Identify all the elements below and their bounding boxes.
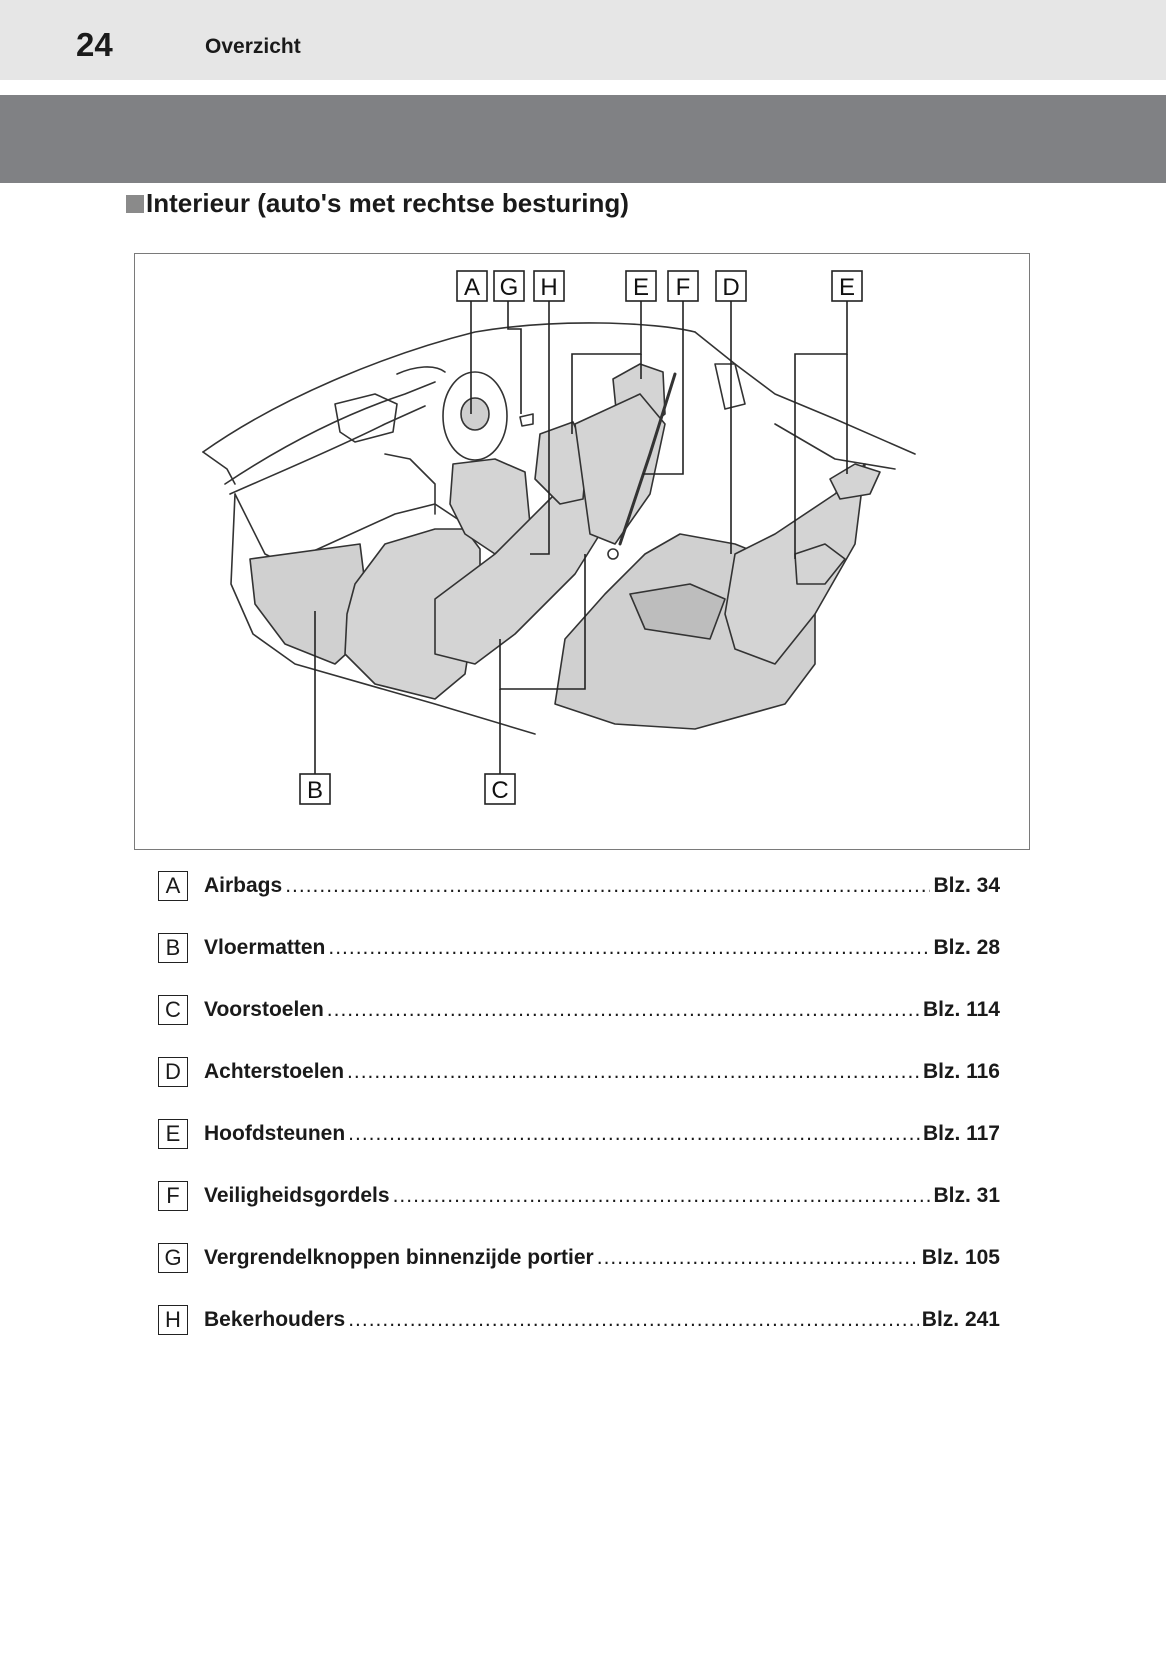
roof-line	[202, 322, 696, 453]
item-letter: F	[158, 1181, 188, 1211]
interior-drawing: A G H E F D E B	[202, 270, 916, 805]
interior-illustration: A G H E F D E B	[134, 253, 1030, 850]
list-item: D Achterstoelen ........................…	[158, 1056, 1000, 1088]
svg-text:C: C	[491, 777, 508, 804]
svg-text:F: F	[676, 274, 691, 301]
callout-G: G	[493, 270, 525, 302]
leader-dots: ........................................…	[596, 1246, 919, 1269]
component-index: A Airbags ..............................…	[158, 870, 1000, 1366]
door-lock	[519, 413, 534, 427]
list-item: G Vergrendelknoppen binnenzijde portier …	[158, 1242, 1000, 1274]
svg-text:G: G	[500, 274, 519, 301]
callout-H: H	[533, 270, 565, 302]
leader-dots: ........................................…	[348, 1122, 920, 1145]
item-label: Airbags	[204, 874, 283, 897]
item-label: Voorstoelen	[204, 998, 324, 1021]
leader-dots: ........................................…	[285, 874, 931, 897]
item-label: Veiligheidsgordels	[204, 1184, 390, 1207]
list-item: C Voorstoelen ..........................…	[158, 994, 1000, 1026]
item-label: Hoofdsteunen	[204, 1122, 346, 1145]
item-letter: A	[158, 871, 188, 901]
page-reference: Blz. 241	[921, 1308, 1000, 1331]
item-letter: D	[158, 1057, 188, 1087]
svg-text:E: E	[839, 274, 855, 301]
list-item: F Veiligheidsgordels ...................…	[158, 1180, 1000, 1212]
headrest-rear	[829, 463, 881, 500]
page-reference: Blz. 116	[922, 1060, 1000, 1083]
leader-dots: ........................................…	[347, 1060, 920, 1083]
page-reference: Blz. 31	[933, 1184, 1000, 1207]
svg-text:H: H	[540, 274, 557, 301]
callout-D: D	[715, 270, 747, 302]
callout-A: A	[456, 270, 488, 302]
page-reference: Blz. 105	[921, 1246, 1000, 1269]
leader-dots: ........................................…	[392, 1184, 931, 1207]
page-reference: Blz. 28	[933, 936, 1000, 959]
callout-B: B	[299, 773, 331, 805]
callout-E-rear: E	[831, 270, 863, 302]
center-screen	[334, 393, 398, 443]
page-reference: Blz. 34	[933, 874, 1000, 897]
item-label: Achterstoelen	[204, 1060, 345, 1083]
header-bar: 24 Overzicht	[0, 0, 1166, 80]
callout-F: F	[667, 270, 699, 302]
leader-dots: ........................................…	[328, 936, 930, 959]
section-banner	[0, 95, 1166, 183]
item-label: Vergrendelknoppen binnenzijde portier	[204, 1246, 594, 1269]
item-label: Vloermatten	[204, 936, 326, 959]
item-letter: G	[158, 1243, 188, 1273]
svg-text:D: D	[722, 274, 739, 301]
item-letter: H	[158, 1305, 188, 1335]
item-letter: C	[158, 995, 188, 1025]
section-name: Overzicht	[205, 35, 301, 58]
page-reference: Blz. 117	[922, 1122, 1000, 1145]
item-label: Bekerhouders	[204, 1308, 346, 1331]
list-item: A Airbags ..............................…	[158, 870, 1000, 902]
item-letter: E	[158, 1119, 188, 1149]
heading-title: Interieur (auto's met rechtse besturing)	[146, 188, 629, 218]
steering-wheel	[442, 371, 508, 461]
callout-E-front: E	[625, 270, 657, 302]
svg-text:B: B	[307, 777, 323, 804]
callout-C: C	[484, 773, 516, 805]
item-letter: B	[158, 933, 188, 963]
list-item: E Hoofdsteunen .........................…	[158, 1118, 1000, 1150]
svg-text:A: A	[464, 274, 480, 301]
front-seat-right	[434, 488, 601, 665]
list-item: B Vloermatten ..........................…	[158, 932, 1000, 964]
leader-dots: ........................................…	[326, 998, 920, 1021]
page-reference: Blz. 114	[922, 998, 1000, 1021]
headrest-front	[534, 421, 588, 505]
page-heading: Interieur (auto's met rechtse besturing)	[126, 188, 629, 219]
list-item: H Bekerhouders .........................…	[158, 1304, 1000, 1336]
heading-square-icon	[126, 194, 144, 213]
leader-dots: ........................................…	[348, 1308, 919, 1331]
svg-text:E: E	[633, 274, 649, 301]
page-number: 24	[76, 26, 113, 63]
